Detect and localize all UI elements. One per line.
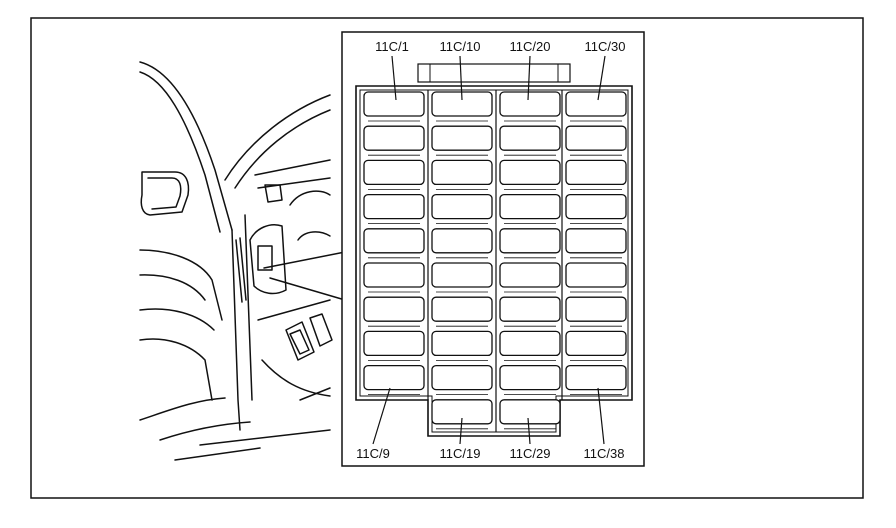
leader-line xyxy=(597,55,606,101)
fuse-slot xyxy=(363,193,425,220)
fuse-slot xyxy=(499,330,561,357)
fuse-slot xyxy=(363,91,425,117)
fuse-slot xyxy=(565,193,627,220)
fuse-slot xyxy=(499,193,561,220)
leader-line xyxy=(459,55,463,101)
leader-line xyxy=(391,55,397,101)
fuse-block-outline xyxy=(355,85,633,437)
vehicle-interior-illustration xyxy=(139,61,346,461)
fuse-slot xyxy=(363,228,425,254)
fuse-slot-grid xyxy=(363,91,627,430)
fuse-slot xyxy=(431,330,493,357)
fuse-slot xyxy=(431,262,493,288)
fuse-slot xyxy=(499,125,561,151)
fuse-slot xyxy=(499,364,561,391)
fuse-slot xyxy=(431,125,493,151)
fuse-slot xyxy=(431,159,493,186)
fuse-slot xyxy=(363,262,425,288)
fuse-slot xyxy=(565,296,627,322)
fuse-slot xyxy=(565,330,627,357)
leader-line xyxy=(527,55,531,101)
fuse-slot xyxy=(431,228,493,254)
fuse-slot xyxy=(363,364,425,391)
label-11c-19: 11C/19 xyxy=(440,446,481,461)
label-leader-lines xyxy=(372,55,606,445)
fuse-slot xyxy=(499,91,561,117)
fuse-slot xyxy=(565,228,627,254)
label-11c-38: 11C/38 xyxy=(584,446,625,461)
leader-line xyxy=(372,387,391,445)
label-11c-20: 11C/20 xyxy=(510,39,551,54)
fuse-slot xyxy=(499,228,561,254)
fuse-slot xyxy=(363,125,425,151)
fuse-slot xyxy=(565,91,627,117)
label-11c-29: 11C/29 xyxy=(510,446,551,461)
label-11c-9: 11C/9 xyxy=(356,446,390,461)
leader-line xyxy=(527,417,531,445)
fuse-box-inset xyxy=(341,31,645,467)
fuse-slot xyxy=(363,330,425,357)
label-11c-10: 11C/10 xyxy=(440,39,481,54)
leader-line xyxy=(597,387,605,445)
fuse-slot xyxy=(363,296,425,322)
fuse-slot xyxy=(431,193,493,220)
label-11c-1: 11C/1 xyxy=(375,39,409,54)
fuse-slot xyxy=(499,262,561,288)
fuse-slot xyxy=(499,399,561,425)
fuse-slot xyxy=(565,262,627,288)
fuse-slot xyxy=(565,364,627,391)
fuse-slot xyxy=(499,159,561,186)
fuse-slot xyxy=(565,159,627,186)
fuse-slot xyxy=(363,159,425,186)
fuse-slot xyxy=(499,296,561,322)
fuse-slot xyxy=(431,296,493,322)
fuse-slot xyxy=(565,125,627,151)
label-11c-30: 11C/30 xyxy=(585,39,626,54)
leader-line xyxy=(459,417,463,445)
fuse-slot xyxy=(431,364,493,391)
